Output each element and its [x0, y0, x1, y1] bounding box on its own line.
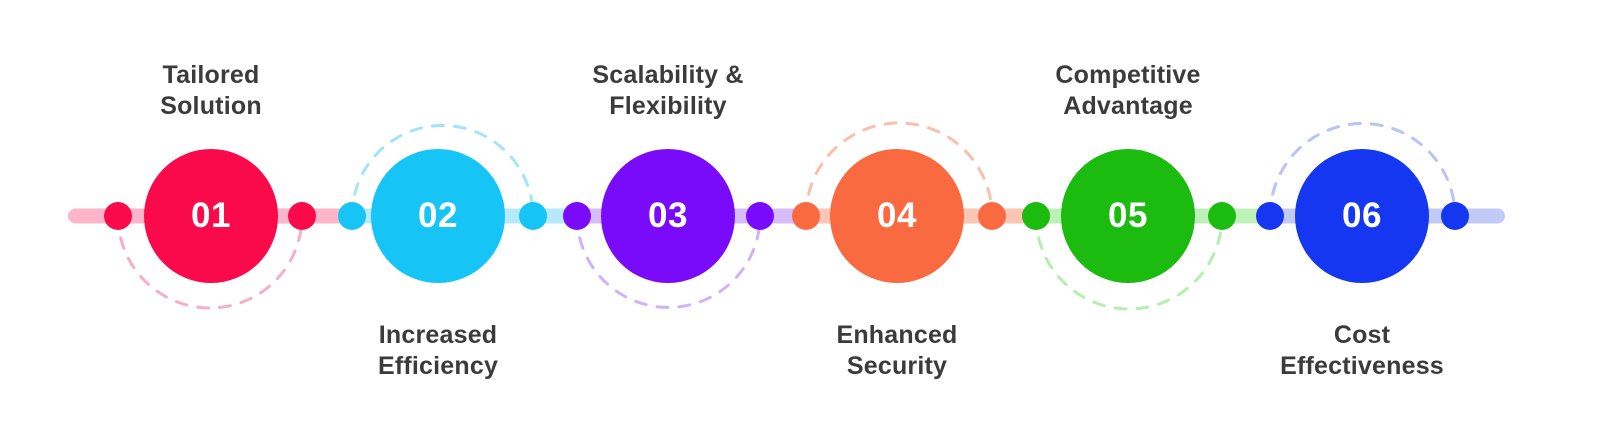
connector-dot-05-right [1208, 202, 1236, 230]
step-arc-02 [350, 124, 535, 218]
step-number-06: 06 [1342, 196, 1382, 235]
step-label-05: Competitive Advantage [1055, 61, 1201, 120]
connector-dot-05-left [1022, 202, 1050, 230]
connector-dot-01-right [288, 202, 316, 230]
step-label-03: Scalability & Flexibility [592, 61, 744, 120]
connector-dot-04-right [978, 202, 1006, 230]
step-circle-06[interactable] [1295, 149, 1429, 283]
step-number-03: 03 [648, 196, 688, 235]
step-arc-05 [1034, 214, 1224, 311]
timeline-step-circle-group [144, 149, 1429, 283]
connector-dot-02-right [519, 202, 547, 230]
timeline-track-group [68, 208, 1505, 224]
connector-dot-01-left [104, 202, 132, 230]
step-arc-06 [1268, 122, 1457, 218]
step-label-04: Enhanced Security [836, 321, 958, 380]
step-number-01: 01 [191, 196, 231, 235]
step-arc-03 [575, 214, 762, 309]
step-label-02: Increased Efficiency [377, 321, 499, 380]
step-circle-02[interactable] [371, 149, 505, 283]
connector-dot-03-left [563, 202, 591, 230]
connector-dot-06-right [1441, 202, 1469, 230]
step-number-02: 02 [418, 196, 458, 235]
step-circle-04[interactable] [830, 149, 964, 283]
timeline-arc-group [116, 121, 1457, 311]
step-label-06: Cost Effectiveness [1280, 321, 1444, 380]
connector-dot-04-left [792, 202, 820, 230]
timeline-dot-group [104, 202, 1469, 230]
step-circle-03[interactable] [601, 149, 735, 283]
step-circle-05[interactable] [1061, 149, 1195, 283]
connector-dot-02-left [338, 202, 366, 230]
step-circle-01[interactable] [144, 149, 278, 283]
step-label-01: Tailored Solution [160, 61, 262, 120]
connector-dot-06-left [1256, 202, 1284, 230]
connector-dot-03-right [746, 202, 774, 230]
step-arc-04 [804, 121, 994, 218]
step-arc-01 [116, 214, 304, 310]
step-number-04: 04 [877, 196, 917, 235]
step-number-05: 05 [1108, 196, 1148, 235]
